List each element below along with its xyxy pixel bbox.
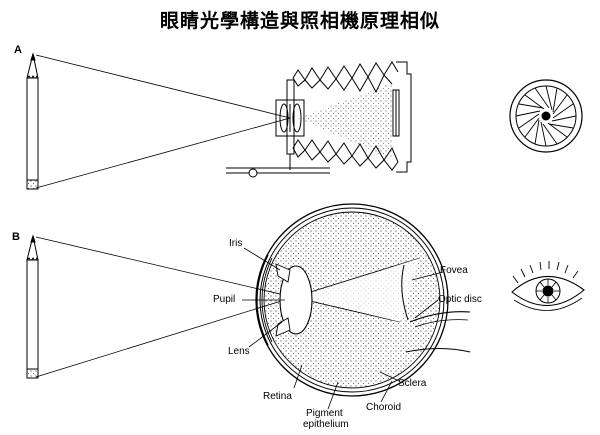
label-choroid: Choroid	[366, 402, 402, 413]
diagram-title: 眼睛光學構造與照相機原理相似	[159, 10, 440, 32]
label-pigment-epithelium-2: epithelium	[303, 419, 349, 430]
label-fovea: Fovea	[440, 265, 468, 276]
open-eye-icon	[511, 261, 585, 311]
label-iris: Iris	[229, 238, 243, 249]
light-rays-a	[35, 54, 291, 189]
label-sclera: Sclera	[398, 378, 427, 389]
label-optic-disc: Optic disc	[438, 294, 482, 305]
label-retina: Retina	[263, 391, 292, 402]
label-leader-lines	[242, 247, 444, 410]
eyeball	[255, 203, 471, 397]
pencil-object-a	[26, 52, 39, 190]
label-lens: Lens	[228, 346, 250, 357]
label-pupil: Pupil	[213, 294, 236, 305]
panel-label-a: A	[14, 44, 22, 56]
label-pigment-epithelium-1: Pigment	[306, 408, 343, 419]
panel-label-b: B	[12, 231, 20, 243]
aperture-icon	[509, 79, 583, 153]
camera-body	[226, 61, 412, 178]
pencil-object-b	[26, 234, 39, 379]
